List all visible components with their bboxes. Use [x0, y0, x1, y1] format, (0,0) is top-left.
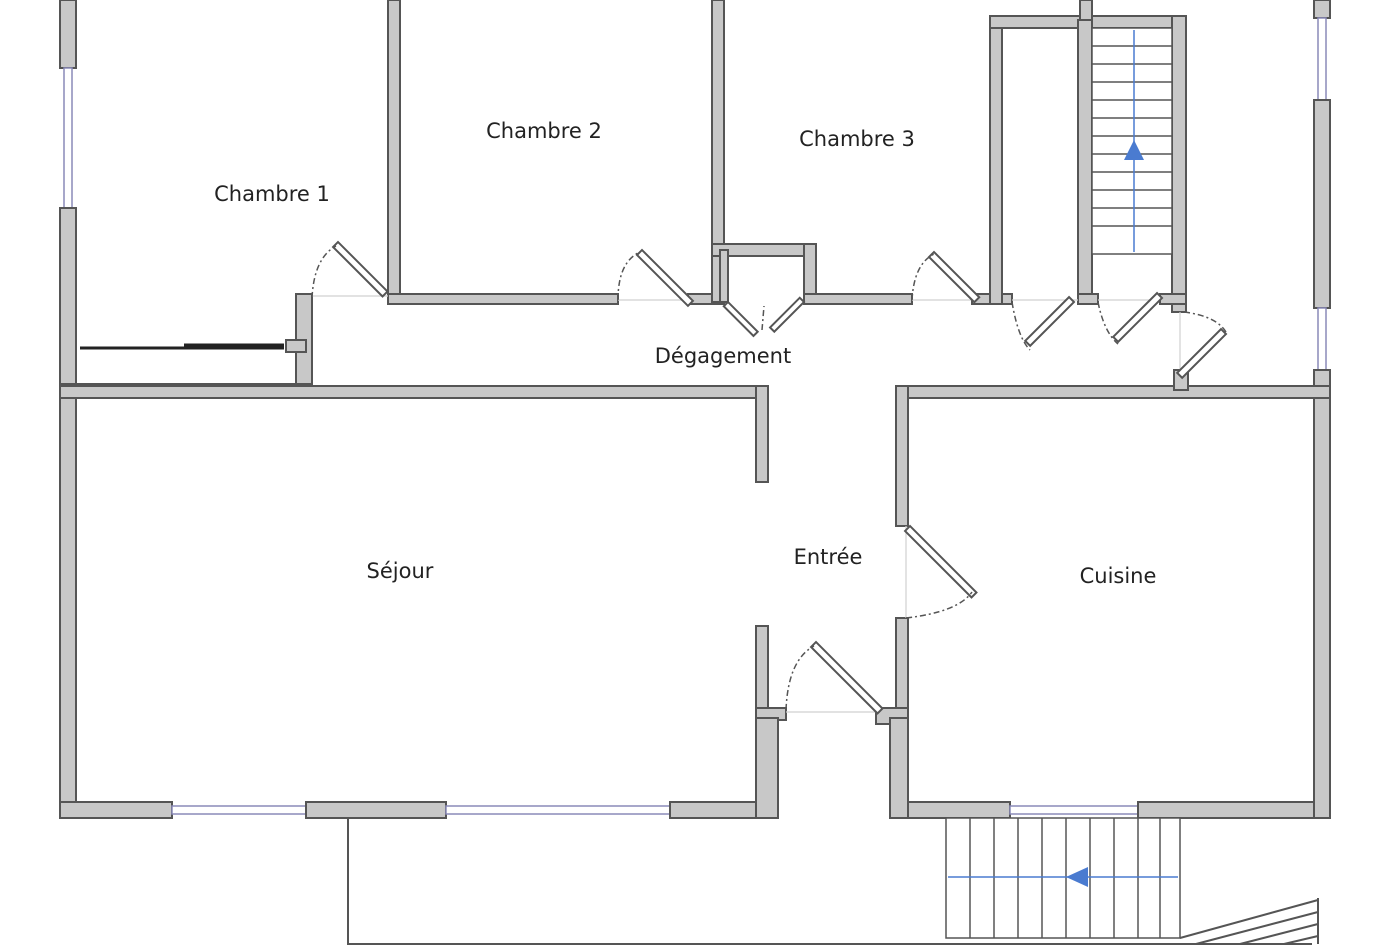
window-cuisine — [1009, 805, 1139, 815]
room-label-entree: Entrée — [793, 545, 863, 569]
stair-up-arrow-icon — [1124, 140, 1144, 160]
window-sejour-2 — [445, 805, 671, 815]
closet-sliding-door — [80, 343, 284, 350]
room-label-chambre2: Chambre 2 — [486, 119, 602, 143]
exterior-terrace — [347, 817, 1319, 945]
window-chambre1 — [63, 67, 73, 209]
room-label-degagement: Dégagement — [654, 344, 792, 368]
room-label-cuisine: Cuisine — [1079, 564, 1157, 588]
window-right-1 — [1317, 17, 1327, 101]
room-label-chambre3: Chambre 3 — [799, 127, 915, 151]
exterior-walls — [59, 0, 1331, 819]
interior-walls — [59, 0, 1331, 819]
window-sejour-1 — [171, 805, 307, 815]
doors — [311, 240, 1228, 715]
room-label-chambre1: Chambre 1 — [214, 182, 330, 206]
interior-stair — [1091, 27, 1173, 255]
room-label-sejour: Séjour — [366, 559, 434, 583]
stair-down-arrow-icon — [1066, 867, 1088, 887]
window-right-2 — [1317, 307, 1327, 371]
